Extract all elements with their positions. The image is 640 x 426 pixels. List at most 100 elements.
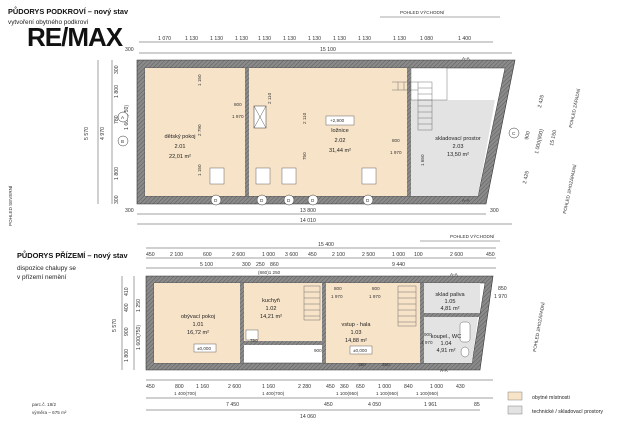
- svg-text:2 425: 2 425: [537, 94, 546, 108]
- svg-text:A-A: A-A: [440, 368, 449, 373]
- svg-text:A-A: A-A: [462, 198, 471, 203]
- svg-text:1 000(900): 1 000(900): [534, 128, 545, 154]
- svg-text:1 000: 1 000: [378, 384, 391, 390]
- parcel-number: parc.č. 18/2: [32, 402, 56, 407]
- parcel-area: výměra – 675 m²: [32, 410, 67, 415]
- legend-swatch-technical: [507, 405, 523, 415]
- svg-text:450: 450: [324, 402, 333, 408]
- svg-text:5 570: 5 570: [84, 127, 90, 140]
- svg-text:14 060: 14 060: [300, 414, 316, 420]
- upper-view-southwest: POHLED JIHOZÁPADNÍ: [561, 163, 577, 214]
- svg-text:2 110: 2 110: [302, 112, 307, 124]
- svg-text:1 400(700): 1 400(700): [262, 391, 285, 396]
- svg-text:250: 250: [256, 262, 265, 268]
- svg-text:(860)1 250: (860)1 250: [258, 270, 281, 275]
- svg-text:850: 850: [498, 286, 507, 292]
- svg-text:1.04: 1.04: [441, 341, 452, 347]
- svg-text:1 800: 1 800: [124, 349, 130, 362]
- svg-text:1.02: 1.02: [266, 306, 277, 312]
- svg-text:D: D: [214, 198, 218, 203]
- lower-top-dimensions: 15 400 450 2 100 600 2 600 1 000 3 600 4…: [146, 242, 496, 275]
- svg-text:1 970: 1 970: [390, 150, 402, 155]
- svg-text:9 440: 9 440: [392, 262, 405, 268]
- svg-text:16,72 m²: 16,72 m²: [187, 330, 209, 336]
- svg-text:450: 450: [146, 252, 155, 258]
- room-sklad-paliva: sklad paliva: [435, 292, 465, 298]
- svg-text:300: 300: [242, 262, 251, 268]
- svg-text:4,91 m²: 4,91 m²: [437, 348, 456, 354]
- svg-text:1 130: 1 130: [393, 36, 406, 42]
- svg-text:300: 300: [114, 195, 120, 204]
- svg-text:2.01: 2.01: [175, 144, 186, 150]
- svg-text:13,50 m²: 13,50 m²: [447, 152, 469, 158]
- svg-text:100: 100: [414, 252, 423, 258]
- room-loznice: ložnice: [331, 128, 348, 134]
- svg-text:1 800: 1 800: [114, 167, 120, 180]
- room-vstup-hala: vstup - hala: [342, 322, 372, 328]
- svg-text:1 000: 1 000: [262, 252, 275, 258]
- svg-text:22,01 m²: 22,01 m²: [169, 154, 191, 160]
- svg-text:2 500: 2 500: [362, 252, 375, 258]
- svg-text:1 080: 1 080: [420, 36, 433, 42]
- svg-text:900: 900: [124, 327, 130, 336]
- room-kuchyn: kuchyň: [262, 298, 280, 304]
- room-skladovaci-prostor: skladovací prostor: [435, 136, 481, 142]
- svg-text:1 150: 1 150: [197, 164, 202, 176]
- svg-text:1 100(950): 1 100(950): [376, 391, 399, 396]
- svg-text:900: 900: [314, 348, 322, 353]
- svg-text:4 050: 4 050: [368, 402, 381, 408]
- legend-technical-label: technické / skladovací prostory: [532, 409, 603, 415]
- svg-text:5 100: 5 100: [200, 262, 213, 268]
- svg-text:1 130: 1 130: [333, 36, 346, 42]
- svg-text:D: D: [260, 198, 264, 203]
- svg-text:860: 860: [270, 262, 279, 268]
- svg-text:2 600: 2 600: [232, 252, 245, 258]
- svg-text:±0,000: ±0,000: [197, 346, 211, 351]
- lower-view-east: POHLED VÝCHODNÍ: [450, 233, 495, 239]
- svg-text:1.05: 1.05: [445, 299, 456, 305]
- upper-bottom-dimensions: 300 13 800 14 010 300: [125, 208, 512, 225]
- svg-text:C: C: [512, 131, 516, 136]
- svg-text:4,81 m²: 4,81 m²: [441, 306, 460, 312]
- svg-text:A-A: A-A: [450, 272, 459, 277]
- svg-text:350: 350: [358, 362, 366, 367]
- svg-text:2 600: 2 600: [228, 384, 241, 390]
- svg-text:1 600(750): 1 600(750): [136, 325, 142, 350]
- remax-logo: RE/MAX: [27, 22, 124, 52]
- svg-text:450: 450: [146, 384, 155, 390]
- svg-text:1 130: 1 130: [258, 36, 271, 42]
- svg-text:1 150: 1 150: [197, 74, 202, 86]
- upper-view-east: POHLED VÝCHODNÍ: [400, 9, 445, 15]
- svg-text:15 100: 15 100: [320, 47, 336, 53]
- svg-text:600: 600: [203, 252, 212, 258]
- upper-top-dimensions: 1 070 1 130 1 130 1 130 1 130 1 130 1 13…: [125, 36, 512, 54]
- svg-text:±0,000: ±0,000: [353, 348, 367, 353]
- lower-view-southwest: POHLED JIHOZÁPADNÍ: [531, 301, 546, 352]
- svg-text:1 130: 1 130: [283, 36, 296, 42]
- svg-text:2 100: 2 100: [332, 252, 345, 258]
- svg-text:2 280: 2 280: [298, 384, 311, 390]
- svg-text:+2,900: +2,900: [330, 118, 345, 123]
- svg-text:A: A: [121, 115, 125, 120]
- svg-text:650: 650: [356, 384, 365, 390]
- svg-text:1 961: 1 961: [424, 402, 437, 408]
- svg-text:300: 300: [490, 208, 499, 214]
- svg-text:1 400: 1 400: [458, 36, 471, 42]
- svg-text:1.03: 1.03: [351, 330, 362, 336]
- svg-text:2.02: 2.02: [335, 138, 346, 144]
- svg-text:1 800: 1 800: [114, 85, 120, 98]
- legend-living-label: obytné místnosti: [532, 395, 570, 401]
- svg-text:1 000: 1 000: [430, 384, 443, 390]
- lower-plan-subtitle-2: v přízemí nemění: [17, 274, 67, 281]
- upper-left-dimensions: 5 570 4 970 1 800 780 1 600(750) 1 800 3…: [7, 60, 130, 226]
- svg-text:1.01: 1.01: [193, 322, 204, 328]
- svg-text:800: 800: [334, 286, 342, 291]
- svg-text:1 130: 1 130: [235, 36, 248, 42]
- upper-right-dimensions: C 2 425 900 1 000(900) 2 425 15 150 POHL…: [508, 87, 581, 214]
- svg-text:1 130: 1 130: [185, 36, 198, 42]
- upper-building-outline: [136, 59, 516, 205]
- svg-text:1 130: 1 130: [210, 36, 223, 42]
- svg-text:2.03: 2.03: [453, 144, 464, 150]
- svg-text:D: D: [287, 198, 291, 203]
- svg-text:410: 410: [124, 287, 130, 296]
